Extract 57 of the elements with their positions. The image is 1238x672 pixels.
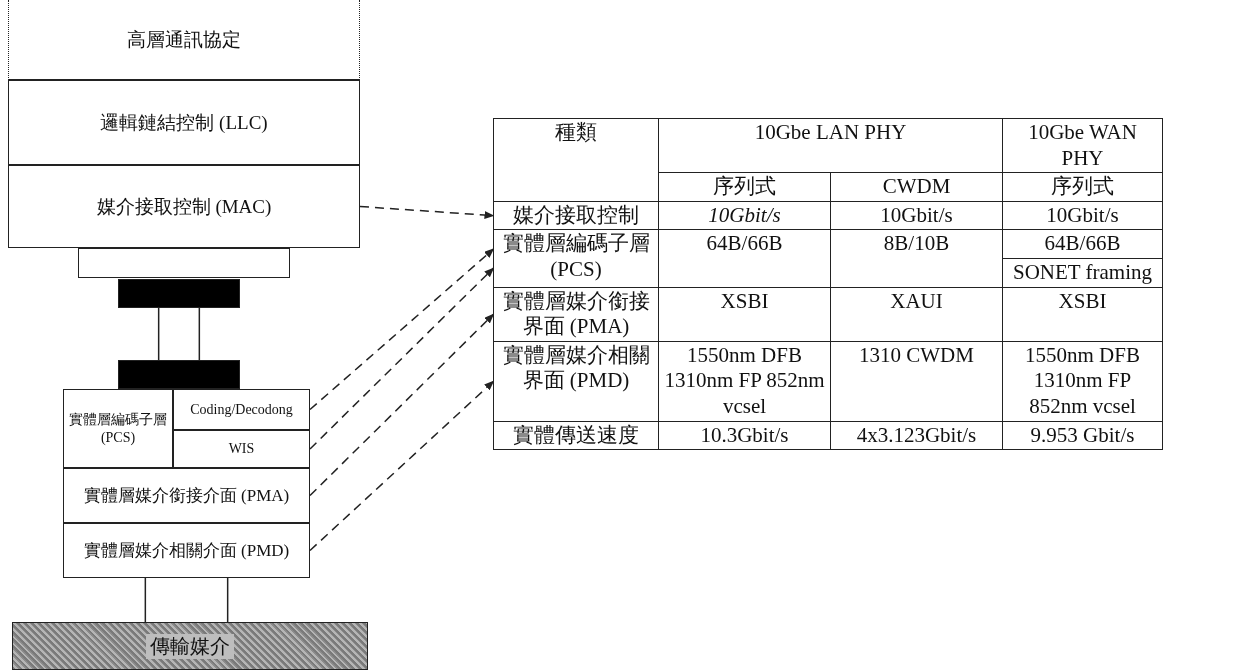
- table-cell: 1550nm DFB 1310nm FP 852nm vcsel: [1002, 341, 1163, 422]
- layer-label: Coding/Decodong: [190, 400, 293, 419]
- table-cell: XAUI: [830, 287, 1003, 342]
- protocol-layer: [8, 165, 360, 248]
- layer-label: 邏輯鏈結控制 (LLC): [100, 110, 268, 135]
- row-header-cell: 媒介接取控制: [493, 201, 659, 230]
- arrow: [309, 248, 495, 411]
- table-cell: 64B/66B: [658, 229, 831, 288]
- table-cell: XSBI: [658, 287, 831, 342]
- table-cell: 序列式: [658, 172, 831, 202]
- table-cell: 10Gbit/s: [830, 201, 1003, 230]
- row-header-cell: 實體層編碼子層 (PCS): [493, 229, 659, 288]
- transmission-medium-band: [12, 622, 368, 670]
- connector-line: [144, 577, 147, 623]
- sublayer-block: [63, 523, 310, 578]
- table-cell: 實體傳送速度: [493, 421, 659, 450]
- layer-label: 高層通訊協定: [127, 27, 241, 52]
- layer-label: 實體層編碼子層 (PCS): [68, 411, 168, 446]
- table-cell: 8B/10B: [830, 229, 1003, 288]
- layer-label: WIS: [228, 440, 255, 458]
- protocol-layer: [8, 0, 360, 80]
- table-cell: 64B/66B: [1002, 229, 1163, 259]
- connector-bar: [118, 360, 240, 389]
- connector-line: [157, 307, 160, 361]
- table-cell: 4x3.123Gbit/s: [830, 421, 1003, 450]
- sublayer-block: [63, 389, 173, 468]
- layer-label: 傳輸媒介: [146, 633, 234, 659]
- table-cell: 10Gbe LAN PHY: [658, 118, 1003, 173]
- connector-line: [226, 577, 229, 623]
- table-cell: 9.953 Gbit/s: [1002, 421, 1163, 450]
- table-cell: 10Gbe WAN PHY: [1002, 118, 1163, 173]
- table-cell: 序列式: [1002, 172, 1163, 202]
- table-cell: 10Gbit/s: [658, 201, 831, 230]
- arrow: [309, 380, 495, 552]
- layer-label: 媒介接取控制 (MAC): [96, 194, 272, 219]
- table-cell: 10Gbit/s: [1002, 201, 1163, 230]
- arrow: [359, 205, 495, 219]
- table-cell: 10.3Gbit/s: [658, 421, 831, 450]
- table-cell: SONET framing: [1002, 258, 1163, 288]
- row-header-cell: 實體層媒介相關界面 (PMD): [493, 341, 659, 422]
- table-cell: 種類: [493, 118, 659, 202]
- sublayer-block: [173, 389, 310, 430]
- layer-label: 實體層媒介相關介面 (PMD): [83, 539, 290, 562]
- table-cell: XSBI: [1002, 287, 1163, 342]
- interface-block: [78, 248, 290, 278]
- protocol-layer: [8, 80, 360, 165]
- arrow: [309, 267, 495, 450]
- connector-line: [198, 307, 201, 361]
- table-cell: 1550nm DFB 1310nm FP 852nm vcsel: [658, 341, 831, 422]
- arrow: [309, 313, 495, 497]
- sublayer-block: [173, 430, 310, 468]
- connector-bar: [118, 279, 240, 308]
- row-header-cell: 實體層媒介銜接界面 (PMA): [493, 287, 659, 342]
- sublayer-block: [63, 468, 310, 523]
- layer-label: 實體層媒介銜接介面 (PMA): [83, 484, 290, 507]
- table-cell: CWDM: [830, 172, 1003, 202]
- table-cell: 1310 CWDM: [830, 341, 1003, 422]
